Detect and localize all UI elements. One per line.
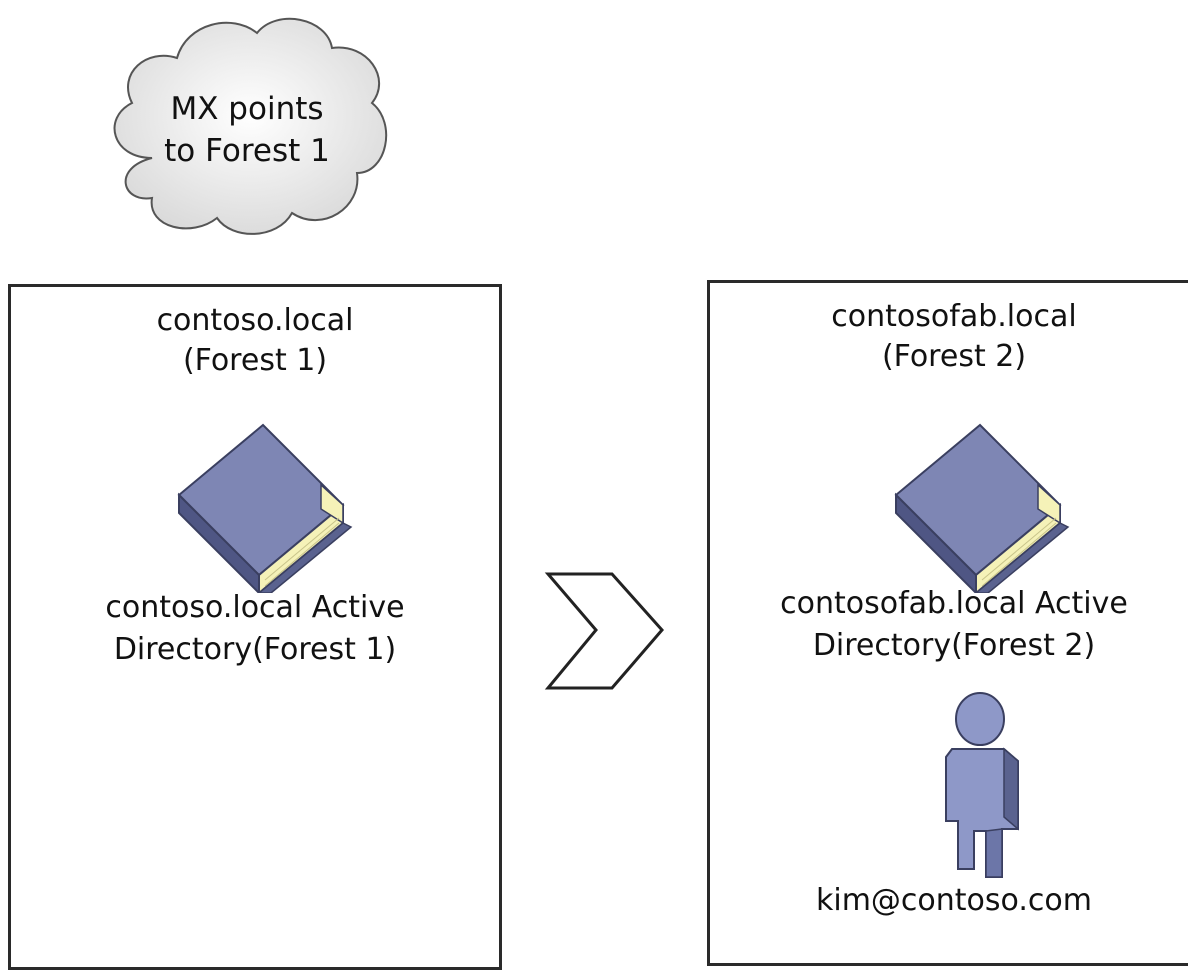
forest-2-ad-line1: contosofab.local Active (780, 586, 1128, 621)
forest-2-box: contosofab.local (Forest 2) contosofab.l… (707, 280, 1188, 966)
active-directory-book-icon (177, 423, 353, 593)
forest-1-ad-line1: contoso.local Active (105, 590, 405, 625)
forest-1-box: contoso.local (Forest 1) contoso.local A… (8, 284, 502, 970)
forest-2-domain: contosofab.local (831, 299, 1077, 334)
forest-1-label: (Forest 1) (182, 343, 328, 378)
cloud-label-line2: to Forest 1 (164, 133, 330, 169)
forest-1-ad-line2: Directory(Forest 1) (113, 632, 397, 667)
active-directory-book-icon (894, 423, 1070, 593)
cloud-label-line1: MX points (170, 91, 324, 127)
forest-1-ad-label: contoso.local Active Directory(Forest 1) (11, 587, 499, 671)
cloud-label: MX points to Forest 1 (132, 88, 362, 172)
forest-2-title: contosofab.local (Forest 2) (710, 297, 1188, 377)
cloud-icon (113, 17, 388, 235)
forest-1-domain: contoso.local (156, 303, 354, 338)
forest-2-ad-line2: Directory(Forest 2) (812, 628, 1096, 663)
user-person-icon (945, 692, 1019, 878)
user-email-label: kim@contoso.com (816, 883, 1092, 918)
migration-chevron-icon (544, 572, 664, 690)
mx-cloud: MX points to Forest 1 (92, 8, 402, 244)
forest-2-ad-label: contosofab.local Active Directory(Forest… (710, 583, 1188, 667)
forest-1-title: contoso.local (Forest 1) (11, 301, 499, 381)
forest-2-label: (Forest 2) (881, 339, 1027, 374)
